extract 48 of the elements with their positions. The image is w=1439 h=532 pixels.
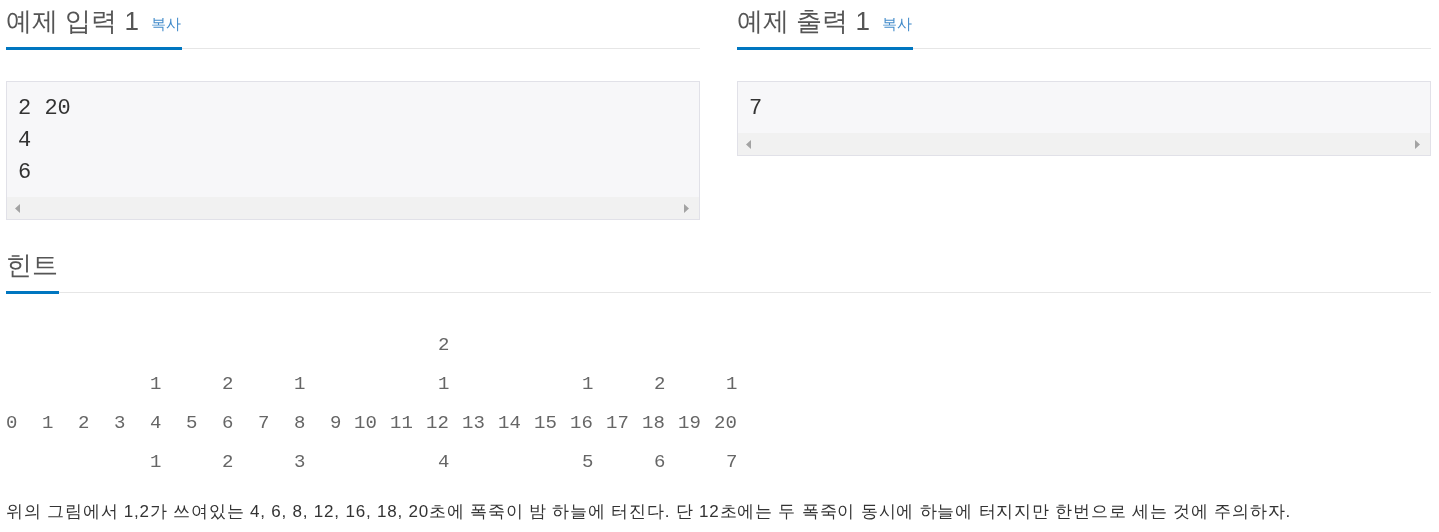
hint-paragraph: 위의 그림에서 1,2가 쓰여있는 4, 6, 8, 12, 16, 18, 20초에 폭죽이 밤 하늘에 터진다. 단 12초에는 두 폭죽이 동시에 하늘에 터지지만 한번으로 세는 것에 주의하자.	[6, 501, 1291, 523]
number-label: 15	[534, 413, 557, 433]
number-label: 1	[150, 374, 162, 394]
code-line: 4	[18, 127, 32, 155]
number-label: 5	[186, 413, 198, 433]
number-label: 4	[438, 452, 450, 472]
number-label: 0	[6, 413, 18, 433]
number-label: 10	[354, 413, 377, 433]
copy-link: 복사	[882, 14, 912, 34]
number-label: 14	[498, 413, 521, 433]
number-label: 2	[222, 452, 234, 472]
number-label: 3	[294, 452, 306, 472]
number-label: 16	[570, 413, 593, 433]
number-label: 4	[150, 413, 162, 433]
number-label: 1	[726, 374, 738, 394]
number-label: 12	[426, 413, 449, 433]
sample-code-box	[737, 81, 1431, 156]
number-label: 9	[330, 413, 342, 433]
number-label: 1	[294, 374, 306, 394]
number-label: 19	[678, 413, 701, 433]
code-line: 7	[749, 95, 763, 123]
number-label: 20	[714, 413, 737, 433]
number-label: 11	[390, 413, 413, 433]
number-label: 18	[642, 413, 665, 433]
number-label: 1	[582, 374, 594, 394]
number-label: 17	[606, 413, 629, 433]
sample-code-box	[6, 81, 700, 220]
section-heading: 힌트	[6, 249, 58, 282]
number-label: 1	[150, 452, 162, 472]
section-heading: 예제 입력 1	[6, 5, 139, 38]
number-label: 1	[42, 413, 54, 433]
number-label: 7	[258, 413, 270, 433]
number-label: 13	[462, 413, 485, 433]
section-heading: 예제 출력 1	[737, 5, 870, 38]
number-label: 3	[114, 413, 126, 433]
number-label: 2	[222, 374, 234, 394]
copy-link: 복사	[151, 14, 181, 34]
number-label: 1	[438, 374, 450, 394]
number-label: 5	[582, 452, 594, 472]
number-label: 8	[294, 413, 306, 433]
number-label: 6	[222, 413, 234, 433]
code-line: 6	[18, 159, 32, 187]
number-label: 2	[438, 335, 450, 355]
number-label: 7	[726, 452, 738, 472]
code-line: 2 20	[18, 95, 71, 123]
number-label: 6	[654, 452, 666, 472]
number-label: 2	[654, 374, 666, 394]
number-label: 2	[78, 413, 90, 433]
